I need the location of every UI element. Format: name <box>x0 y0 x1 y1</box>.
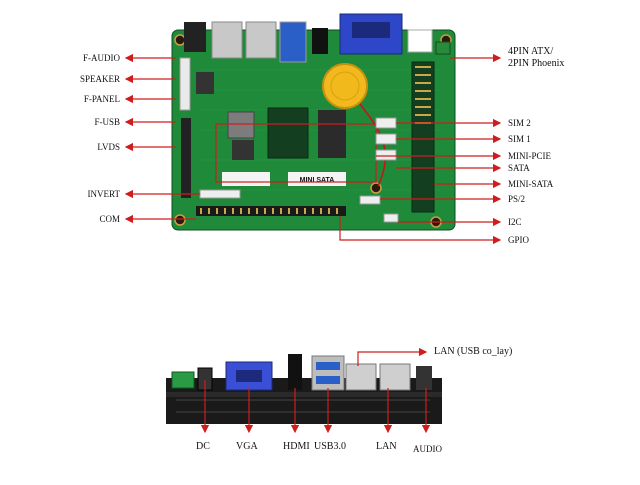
mini-sata-silkscreen: MINI SATA <box>300 177 335 184</box>
invert-connector <box>199 189 241 199</box>
chip <box>318 110 346 158</box>
cmos-battery <box>322 63 368 109</box>
label-usb3: USB3.0 <box>314 441 346 452</box>
label-sim2: SIM 2 <box>508 118 531 128</box>
sim-connector <box>375 117 397 129</box>
front-headers <box>179 57 191 111</box>
label-lan-usb-colay: LAN (USB co_lay) <box>434 346 513 357</box>
lan-port-2 <box>245 21 277 59</box>
silkscreen-plate <box>222 172 270 186</box>
lvds-header <box>181 118 191 198</box>
label-lan: LAN <box>376 441 397 452</box>
label-ps2: PS/2 <box>508 194 526 204</box>
dc-connector <box>407 29 433 53</box>
label-com: COM <box>99 214 120 224</box>
i2c-connector <box>383 213 399 223</box>
label-power-line1: 4PIN ATX/ <box>508 46 554 57</box>
ps2-connector <box>359 195 381 205</box>
lan-port-1 <box>211 21 243 59</box>
heatsink <box>196 72 214 94</box>
lan-usb-connector <box>345 363 377 391</box>
label-invert: INVERT <box>87 189 120 199</box>
label-power-line2: 2PIN Phoenix <box>508 58 565 69</box>
label-f-audio: F-AUDIO <box>83 53 120 63</box>
label-hdmi: HDMI <box>283 441 310 452</box>
lan-connector <box>379 363 411 391</box>
label-f-usb: F-USB <box>94 117 120 127</box>
bottom-headers <box>196 206 346 216</box>
label-f-panel: F-PANEL <box>83 94 120 104</box>
memory-slot-area <box>267 107 309 159</box>
bottom-arrows <box>200 347 431 434</box>
chip <box>232 140 254 160</box>
battery-ring <box>330 71 360 101</box>
label-lvds: LVDS <box>97 142 120 152</box>
hdmi-port <box>312 28 328 54</box>
arrow-gpio <box>339 216 502 245</box>
hdmi-connector <box>288 354 302 390</box>
vga-pins <box>352 22 390 38</box>
power-terminal <box>435 41 451 55</box>
usb3-port <box>279 21 307 63</box>
audio-connector <box>416 366 432 390</box>
label-sim1: SIM 1 <box>508 134 531 144</box>
label-sata: SATA <box>508 163 530 173</box>
mini-pcie-slot <box>411 61 435 213</box>
left-arrows <box>124 53 200 224</box>
dc-terminal <box>171 371 195 389</box>
label-audio: AUDIO <box>413 444 442 454</box>
right-arrows <box>339 53 502 245</box>
io-panel <box>166 354 442 424</box>
label-vga: VGA <box>236 441 258 452</box>
chip <box>227 111 255 139</box>
usb3-slot <box>316 376 340 384</box>
motherboard: MINI SATA <box>171 13 456 231</box>
label-mini-pcie: MINI-PCIE <box>508 151 551 161</box>
label-i2c: I2C <box>508 217 522 227</box>
vga-pins <box>236 370 262 382</box>
label-mini-sata: MINI-SATA <box>508 179 554 189</box>
audio-jack <box>184 22 206 52</box>
sim-connector <box>375 133 397 145</box>
mount-hole <box>174 214 186 226</box>
arrow-lan-usb <box>357 347 428 366</box>
sata-connector <box>375 149 397 161</box>
label-dc: DC <box>196 441 210 452</box>
mount-hole <box>174 34 186 46</box>
usb3-connector <box>311 355 345 391</box>
usb3-slot <box>316 362 340 370</box>
label-gpio: GPIO <box>508 235 530 245</box>
chassis-edge <box>166 392 442 397</box>
label-speaker: SPEAKER <box>79 74 120 84</box>
